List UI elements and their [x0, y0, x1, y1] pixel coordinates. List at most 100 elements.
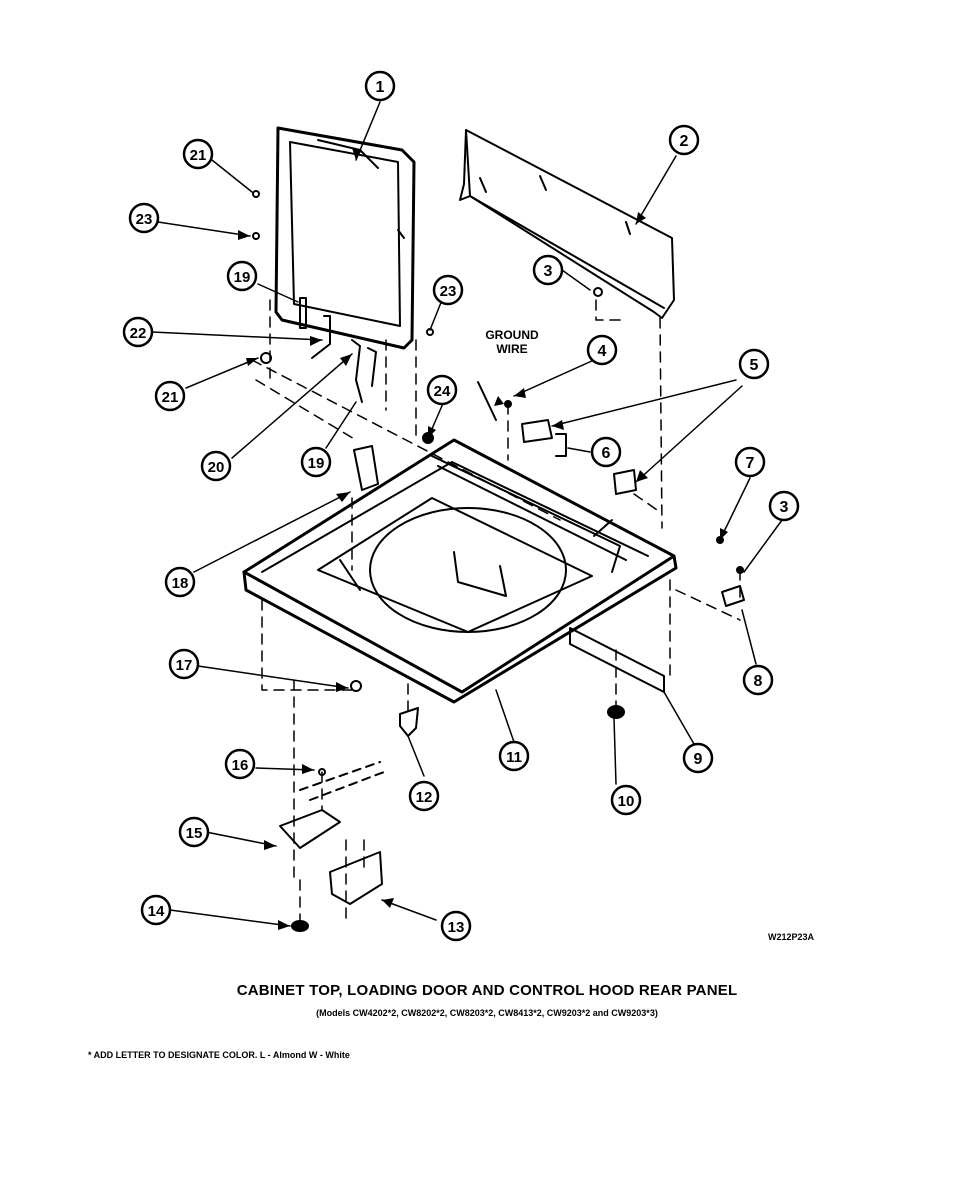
- callout-circle: [140, 894, 172, 926]
- callout-circle: [432, 274, 464, 306]
- bracket: [569, 627, 665, 693]
- callout-circle: [164, 566, 196, 598]
- callout-number: 24: [434, 383, 451, 400]
- callout-16: 16: [224, 748, 256, 780]
- callout-number: 8: [754, 673, 763, 690]
- callout-23: 23: [128, 202, 160, 234]
- diagram-subtitle: (Models CW4202*2, CW8202*2, CW8203*2, CW…: [316, 1008, 658, 1018]
- callout-circle: [178, 816, 210, 848]
- callout-circle: [590, 436, 622, 468]
- callout-circle: [668, 124, 700, 156]
- callout-circle: [768, 490, 800, 522]
- drawing-code: W212P23A: [768, 932, 815, 942]
- callout-circle: [122, 316, 154, 348]
- callout-23: 23: [432, 274, 464, 306]
- lower-brackets: [279, 761, 385, 905]
- callout-14: 14: [140, 894, 172, 926]
- callout-number: 5: [750, 357, 759, 374]
- hardware: [252, 190, 745, 932]
- callout-17: 17: [168, 648, 200, 680]
- callout-6: 6: [590, 436, 622, 468]
- callout-3: 3: [532, 254, 564, 286]
- callout-number: 18: [172, 575, 189, 592]
- callout-circle: [200, 450, 232, 482]
- callout-number: 13: [448, 919, 465, 936]
- callout-21: 21: [182, 138, 214, 170]
- loading-door: [274, 126, 416, 350]
- callout-2: 2: [668, 124, 700, 156]
- ground-wire-label-line2: WIRE: [496, 342, 527, 356]
- callout-21: 21: [154, 380, 186, 412]
- callout-circle: [532, 254, 564, 286]
- callout-8: 8: [742, 664, 774, 696]
- callout-circle: [610, 784, 642, 816]
- callout-20: 20: [200, 450, 232, 482]
- callout-number: 20: [208, 459, 225, 476]
- callout-number: 6: [602, 445, 611, 462]
- callout-circle: [408, 780, 440, 812]
- leader-lines: [151, 101, 783, 927]
- color-note: * ADD LETTER TO DESIGNATE COLOR. L - Alm…: [88, 1050, 350, 1060]
- callout-circle: [498, 740, 530, 772]
- ground-wire-label-line1: GROUND: [485, 328, 539, 342]
- callout-7: 7: [734, 446, 766, 478]
- callout-circle: [586, 334, 618, 366]
- callout-number: 7: [746, 455, 755, 472]
- callout-1: 1: [364, 70, 396, 102]
- callout-number: 14: [148, 903, 165, 920]
- callout-circle: [440, 910, 472, 942]
- callout-number: 23: [136, 211, 153, 228]
- callout-18: 18: [164, 566, 196, 598]
- callout-4: 4: [586, 334, 618, 366]
- callout-circle: [426, 374, 458, 406]
- callout-circle: [742, 664, 774, 696]
- callout-circle: [224, 748, 256, 780]
- callout-19: 19: [300, 446, 332, 478]
- callout-number: 19: [234, 269, 251, 286]
- callout-number: 2: [680, 133, 689, 150]
- callout-19: 19: [226, 260, 258, 292]
- callout-number: 15: [186, 825, 203, 842]
- parts-diagram: 1234567389101112131415161718192021221923…: [122, 70, 800, 942]
- callout-number: 11: [506, 749, 522, 766]
- callout-number: 10: [618, 793, 635, 810]
- callout-circle: [182, 138, 214, 170]
- callout-15: 15: [178, 816, 210, 848]
- callout-number: 16: [232, 757, 249, 774]
- callout-9: 9: [682, 742, 714, 774]
- callout-circle: [300, 446, 332, 478]
- diagram-title: CABINET TOP, LOADING DOOR AND CONTROL HO…: [236, 982, 738, 999]
- callout-number: 12: [416, 789, 433, 806]
- callout-circle: [128, 202, 160, 234]
- callout-number: 4: [598, 343, 607, 360]
- assembly-lines: [251, 299, 741, 927]
- callout-circle: [364, 70, 396, 102]
- callout-12: 12: [408, 780, 440, 812]
- callout-circle: [226, 260, 258, 292]
- callout-number: 19: [308, 455, 325, 472]
- callout-circle: [682, 742, 714, 774]
- callout-circle: [168, 648, 200, 680]
- callout-number: 3: [544, 263, 553, 280]
- callout-3: 3: [768, 490, 800, 522]
- callout-number: 23: [440, 283, 457, 300]
- control-hood-rear-panel: [459, 129, 675, 319]
- callout-number: 21: [190, 147, 207, 164]
- callout-24: 24: [426, 374, 458, 406]
- leader-arrowheads: [238, 148, 728, 930]
- callout-circle: [154, 380, 186, 412]
- callout-5: 5: [738, 348, 770, 380]
- callout-circle: [734, 446, 766, 478]
- callout-number: 3: [780, 499, 789, 516]
- callout-22: 22: [122, 316, 154, 348]
- callout-circle: [738, 348, 770, 380]
- callout-group: 1234567389101112131415161718192021221923…: [122, 70, 800, 942]
- callout-10: 10: [610, 784, 642, 816]
- callout-13: 13: [440, 910, 472, 942]
- callout-number: 17: [176, 657, 193, 674]
- callout-11: 11: [498, 740, 530, 772]
- cabinet-top: [242, 438, 678, 704]
- callout-number: 9: [694, 751, 703, 768]
- callout-number: 1: [376, 79, 385, 96]
- callout-number: 21: [162, 389, 179, 406]
